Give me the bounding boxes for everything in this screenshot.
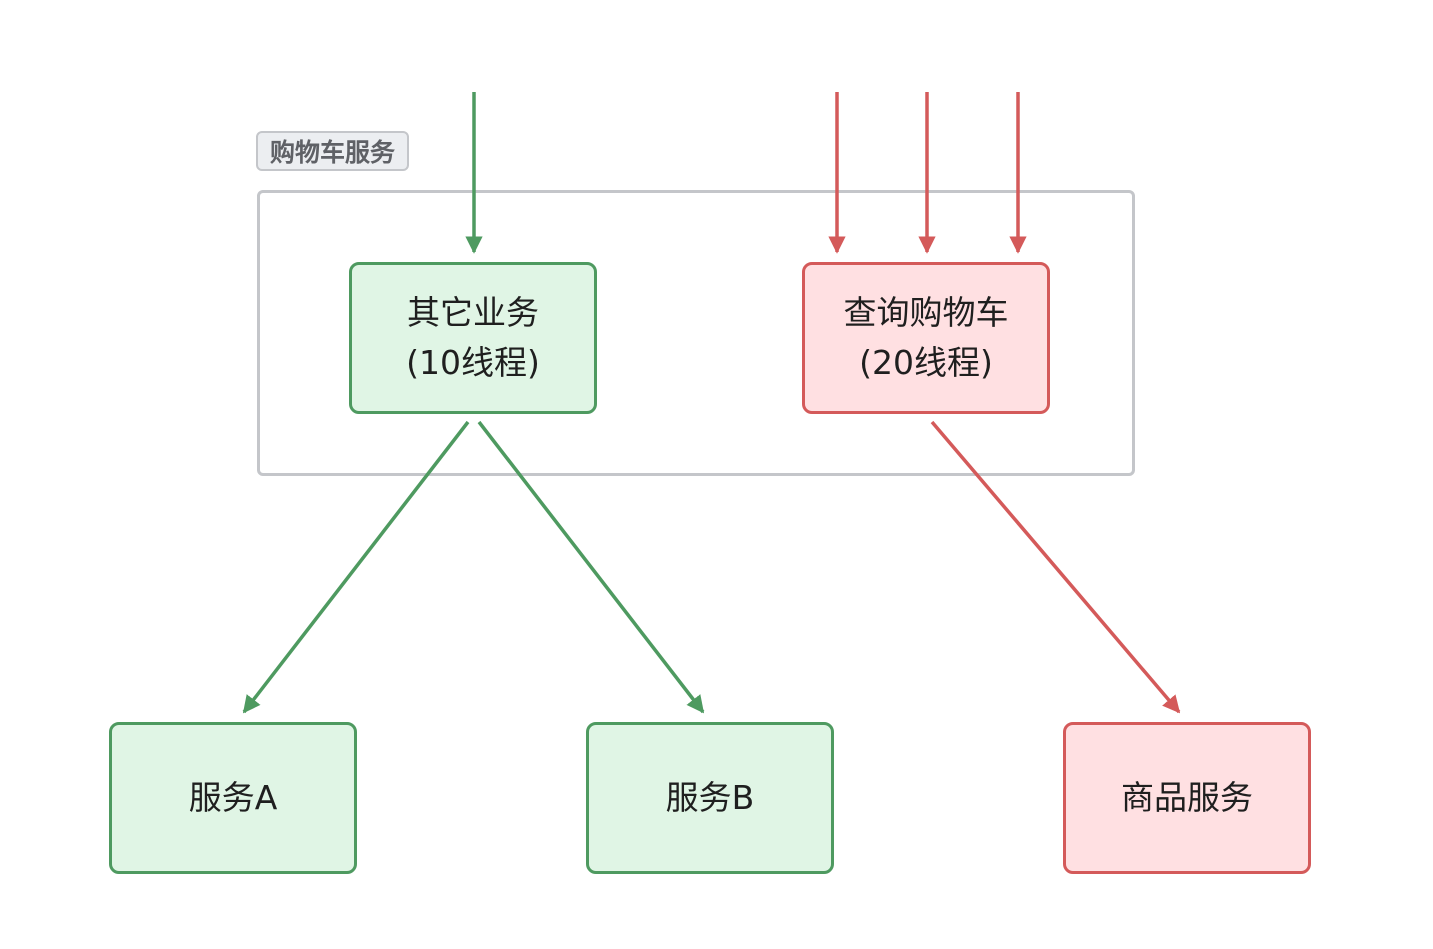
service-b-node: 服务B: [586, 722, 834, 874]
arrow-query-to-goods: [930, 420, 1181, 714]
other-business-node: 其它业务 (10线程): [349, 262, 597, 414]
other-business-title: 其它业务: [407, 293, 539, 332]
cart-service-group-label: 购物车服务: [256, 131, 409, 171]
service-a-node: 服务A: [109, 722, 357, 874]
query-cart-title: 查询购物车: [843, 293, 1009, 332]
query-cart-node: 查询购物车 (20线程): [802, 262, 1050, 414]
other-business-threads: (10线程): [406, 343, 540, 382]
query-cart-threads: (20线程): [859, 343, 993, 382]
service-b-label: 服务B: [665, 778, 755, 817]
arrow-other-to-service-a: [242, 420, 470, 714]
service-a-label: 服务A: [188, 778, 278, 817]
goods-service-node: 商品服务: [1063, 722, 1311, 874]
cart-service-group-frame: [257, 190, 1135, 476]
arrow-other-to-service-b: [477, 420, 705, 714]
goods-service-label: 商品服务: [1121, 778, 1253, 817]
